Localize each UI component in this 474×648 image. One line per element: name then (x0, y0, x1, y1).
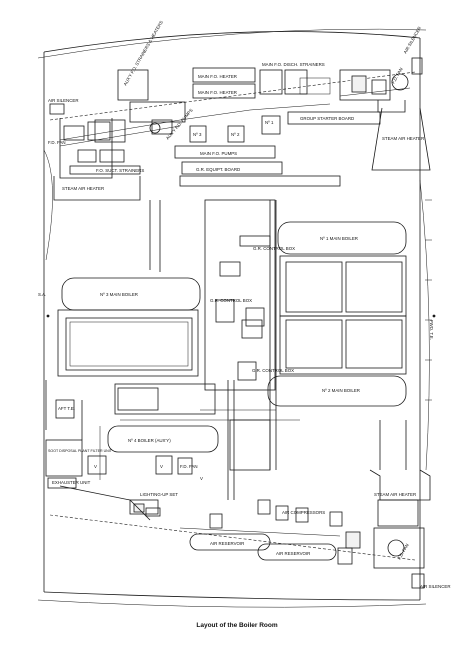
label-gr-equipt-board: G.R. EQUIPT. BOARD (196, 167, 240, 172)
label-v2: V (160, 464, 163, 469)
steam-air-heater-bottom-right (337, 420, 431, 589)
central-structure (120, 199, 300, 500)
air-reservoirs (189, 533, 337, 561)
lower-left-equipment (45, 380, 193, 521)
fd-fan-top-right (339, 57, 431, 171)
label-main-fo-heater-1: MAIN F.O. HEATER (198, 74, 237, 79)
hull-outline (37, 28, 430, 608)
label-fd-fan-br: F.D. FAN (397, 543, 410, 561)
label-gr-control-box-2: G.R. CONTROL BOX (210, 298, 252, 303)
label-sa: S.A. (38, 292, 46, 297)
label-v3: V (200, 476, 203, 481)
label-air-silencer-br: AIR SILENCER (420, 584, 451, 589)
label-no3-pump: Nº 3 (193, 132, 202, 137)
label-fd-fan-mid: F.D. FAN (180, 464, 198, 469)
label-group-starter-board: GROUP STARTER BOARD (300, 116, 354, 121)
label-no1-pump: Nº 1 (265, 120, 274, 125)
label-air-silencer-l: AIR SILENCER (48, 98, 79, 103)
fuel-oil-equipment-top (59, 67, 411, 187)
label-aft-te: AFT T.E. (58, 406, 75, 411)
label-fd-fan-tr: F.D. FAN (391, 67, 404, 85)
label-steam-air-heater-l: STEAM AIR HEATER (62, 186, 104, 191)
label-main-fo-heater-2: MAIN F.O. HEATER (198, 90, 237, 95)
label-fo-suct-strainers: F.O. SUCT. STRAINERS (96, 168, 144, 173)
label-no1-main-boiler: Nº 1 MAIN BOILER (320, 236, 358, 241)
air-compressors (179, 499, 343, 537)
label-gr-control-box-3: G.R. CONTROL BOX (252, 368, 294, 373)
label-main-fo-disch-strainers: MAIN F.O. DISCH. STRAINERS (262, 62, 325, 67)
fd-fan-left (49, 103, 141, 201)
label-steam-air-heater-br: STEAM AIR HEATER (374, 492, 416, 497)
no3-main-boiler (57, 277, 201, 377)
figure-caption: Layout of the Boiler Room (196, 622, 278, 629)
label-soot-disposal: SOOT DISPOSAL PLANT FILTER UNIT (48, 449, 113, 453)
label-no2-main-boiler: Nº 2 MAIN BOILER (322, 388, 360, 393)
label-no3-main-boiler: Nº 3 MAIN BOILER (100, 292, 138, 297)
label-main-fo-pumps: MAIN F.O. PUMPS (200, 151, 237, 156)
plan-labels: AIR SILENCER F.D. FAN MAIN F.O. DISCH. S… (38, 20, 451, 589)
no4-boiler (107, 383, 219, 453)
label-no4-boiler: Nº 4 BOILER (AUX'Y) (128, 438, 171, 443)
label-auxy-fo-strainers-heaters: AUX'Y F.O. STRAINERS & HEATERS (123, 20, 164, 87)
lighting-up-set (129, 499, 161, 517)
label-air-silencer-tr: AIR SILENCER (403, 26, 423, 55)
label-fd-fan-l: F.D. FAN (48, 140, 66, 145)
label-exhauster-unit: EXHAUSTER UNIT (52, 480, 91, 485)
label-steam-air-heater-tr: STEAM AIR HEATER (382, 136, 424, 141)
label-gr-control-box-1: G.R. CONTROL BOX (253, 246, 295, 251)
label-lighting-up-set: LIGHTING-UP SET (140, 492, 178, 497)
label-v1: V (94, 464, 97, 469)
no2-main-boiler (267, 315, 407, 407)
label-air-reservoir-2: AIR RESERVOIR (276, 551, 310, 556)
label-air-compressors: AIR COMPRESSORS (282, 510, 325, 515)
label-auxy-fo-pumps: AUX'Y F.O. PUMPS (165, 108, 194, 141)
hull-markers (46, 199, 436, 401)
label-air-reservoir-1: AIR RESERVOIR (210, 541, 244, 546)
label-no2-pump: Nº 2 (231, 132, 240, 137)
label-fwd-te: FWD. T.E. (429, 320, 434, 340)
